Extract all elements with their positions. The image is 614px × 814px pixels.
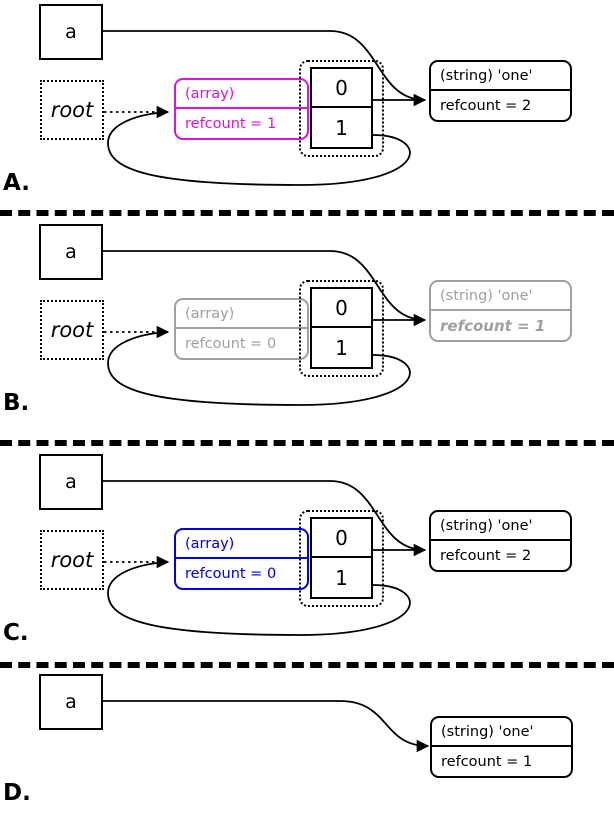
string-refcount-label: refcount = 2 [440,547,532,564]
array-hashtable-outline [299,280,384,377]
divider-a-b [0,210,614,216]
array-type-label: (array) [176,530,307,559]
string-refcount-label: refcount = 1 [441,753,533,770]
array-hashtable-outline [299,60,384,157]
array-type-label: (array) [176,300,307,329]
array-zval: (array) refcount = 1 [174,78,309,140]
array-zval: (array) refcount = 0 [174,298,309,360]
panel-label-b: B. [3,390,30,416]
panel-c: a root (array) refcount = 0 0 1 (string)… [0,450,614,660]
variable-box-a: a [39,454,103,510]
array-refcount-label: refcount = 0 [185,565,277,582]
array-zval: (array) refcount = 0 [174,528,309,590]
variable-box-a: a [39,674,103,730]
array-index-0: 0 [312,289,371,328]
string-zval: (string) 'one' refcount = 2 [429,510,572,572]
divider-c-d [0,662,614,668]
panel-label-d: D. [3,780,31,806]
array-refcount-label: refcount = 1 [185,115,277,132]
panel-d: a (string) 'one' refcount = 1 D. [0,670,614,814]
root-box: root [40,300,104,360]
variable-box-a: a [39,4,103,60]
array-index-cells: 0 1 [310,287,373,369]
root-label: root [50,318,94,342]
string-type-label: (string) 'one' [432,718,571,747]
root-box: root [40,530,104,590]
variable-label: a [65,21,77,43]
array-index-0: 0 [312,519,371,558]
variable-label: a [65,241,77,263]
variable-label: a [65,471,77,493]
edge-a-to-string [103,700,430,753]
array-index-cells: 0 1 [310,67,373,149]
string-zval: (string) 'one' refcount = 2 [429,60,572,122]
array-refcount-label: refcount = 0 [185,335,277,352]
string-type-label: (string) 'one' [431,512,570,541]
string-zval: (string) 'one' refcount = 1 [430,716,573,778]
panel-label-c: C. [3,620,29,646]
string-refcount-label: refcount = 2 [440,97,532,114]
root-box: root [40,80,104,140]
variable-box-a: a [39,224,103,280]
panel-a: a root (array) refcount = 1 0 1 (string)… [0,0,614,210]
divider-b-c [0,440,614,446]
string-type-label: (string) 'one' [431,282,570,311]
array-index-0: 0 [312,69,371,108]
string-zval: (string) 'one' refcount = 1 [429,280,572,342]
string-type-label: (string) 'one' [431,62,570,91]
root-label: root [50,548,94,572]
array-hashtable-outline [299,510,384,607]
variable-label: a [65,691,77,713]
panel-label-a: A. [3,170,30,196]
array-index-1: 1 [335,335,348,360]
panel-b: a root (array) refcount = 0 0 1 (string)… [0,220,614,430]
root-label: root [50,98,94,122]
string-refcount-label: refcount = 1 [440,316,546,335]
array-index-1: 1 [335,115,348,140]
array-index-cells: 0 1 [310,517,373,599]
array-type-label: (array) [176,80,307,109]
array-index-1: 1 [335,565,348,590]
